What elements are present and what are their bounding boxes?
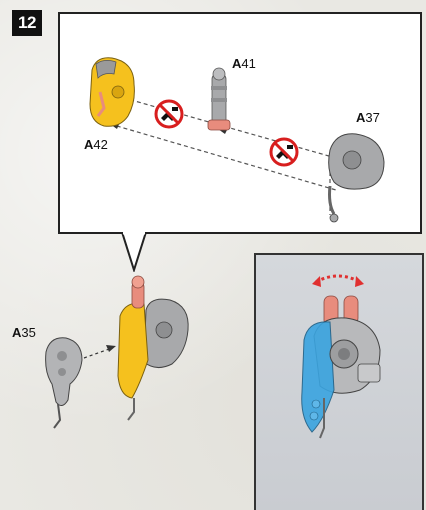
- a35-guide-arrowhead: [106, 345, 116, 352]
- inset-head-illustration: [302, 296, 380, 438]
- a35-guide-line: [84, 348, 112, 358]
- part-label-a35: A35: [12, 325, 36, 340]
- rotate-arrow-icon: [312, 276, 364, 287]
- assembled-head-illustration: [118, 276, 188, 420]
- part-a35-illustration: [46, 338, 82, 428]
